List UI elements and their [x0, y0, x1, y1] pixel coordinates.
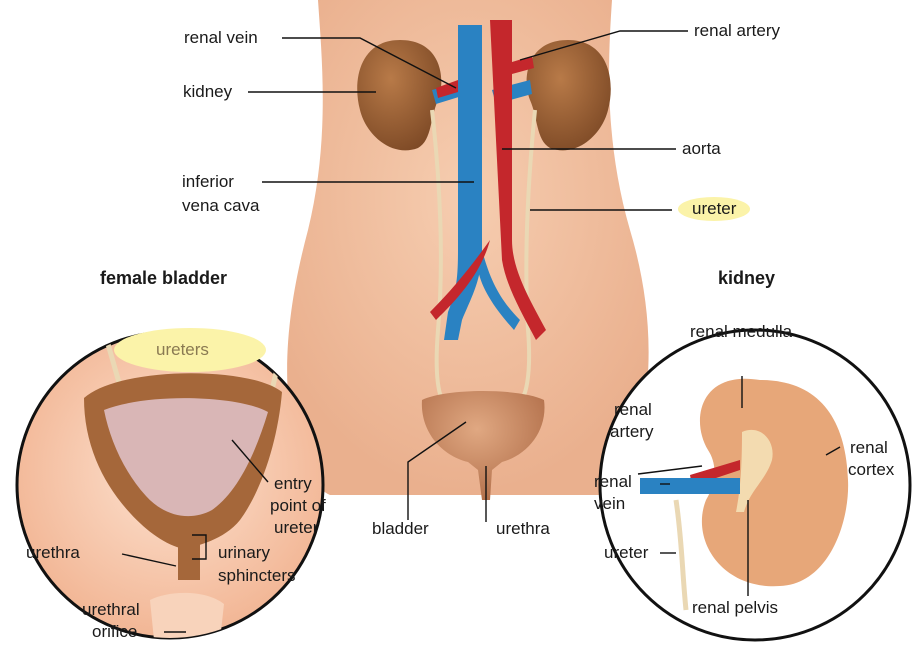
- label-renal-medulla: renal medulla: [690, 322, 792, 342]
- label-vena-cava: vena cava: [182, 196, 260, 216]
- label-entry: entry: [274, 474, 312, 494]
- label-urethral: urethral: [82, 600, 140, 620]
- label-urethra: urethra: [496, 519, 550, 539]
- kidney-inset-title: kidney: [718, 268, 775, 288]
- label-renal-v: renal: [594, 472, 632, 492]
- label-orifice: orifice: [92, 622, 137, 642]
- label-renal-pelvis: renal pelvis: [692, 598, 778, 618]
- label-female-urethra: urethra: [26, 543, 80, 563]
- label-renal-a: renal: [614, 400, 652, 420]
- label-vein: vein: [594, 494, 625, 514]
- label-kidney: kidney: [183, 82, 232, 102]
- label-entry-ureter: ureter: [274, 518, 318, 538]
- label-renal-c: renal: [850, 438, 888, 458]
- label-artery: artery: [610, 422, 653, 442]
- label-aorta: aorta: [682, 139, 721, 159]
- label-point-of: point of: [270, 496, 326, 516]
- kidney-inset: [600, 330, 910, 640]
- female-bladder-title: female bladder: [100, 268, 227, 288]
- label-ureter-highlighted: ureter: [678, 197, 750, 221]
- label-inferior: inferior: [182, 172, 234, 192]
- label-kidney-ureter: ureter: [604, 543, 648, 563]
- label-renal-artery: renal artery: [694, 21, 780, 41]
- label-bladder: bladder: [372, 519, 429, 539]
- label-cortex: cortex: [848, 460, 894, 480]
- label-urinary: urinary: [218, 543, 270, 563]
- label-renal-vein: renal vein: [184, 28, 258, 48]
- label-ureters: ureters: [156, 340, 209, 360]
- label-sphincters: sphincters: [218, 566, 295, 586]
